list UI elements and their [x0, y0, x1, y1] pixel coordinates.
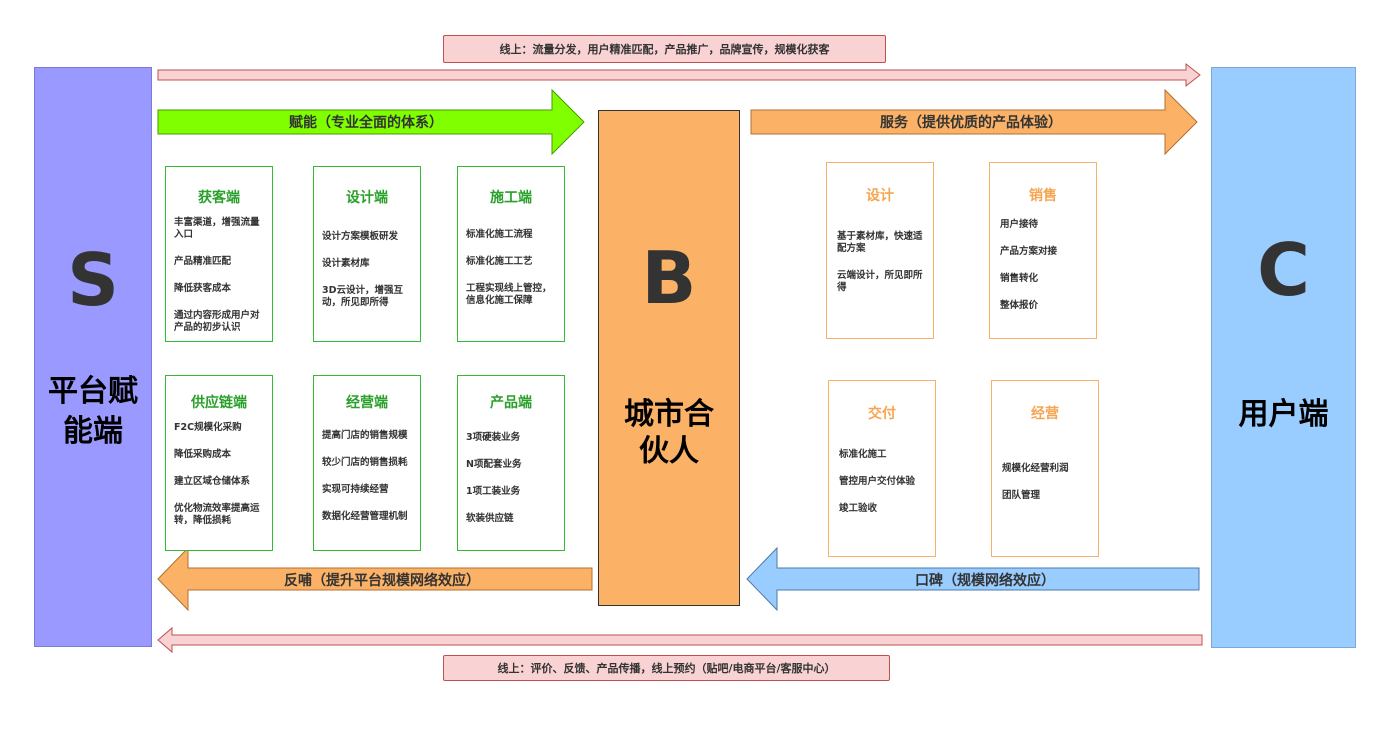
box-item: 云端设计，所见即所得 [837, 270, 923, 293]
product-box: 产品端 3项硬装业务 N项配套业务 1项工装业务 软装供应链 [457, 375, 565, 551]
feedback-arrow: 反哺（提升平台规模网络效应） [157, 546, 593, 612]
box-item: 基于素材库，快速适配方案 [837, 231, 923, 254]
box-item: 优化物流效率提高运转，降低损耗 [174, 503, 260, 526]
box-title: 获客端 [198, 190, 240, 206]
operation-box: 经营端 提高门店的销售规模 较少门店的销售损耗 实现可持续经营 数据化经营管理机… [313, 375, 421, 551]
top-label: 线上：流量分发，用户精准匹配，产品推广，品牌宣传，规模化获客 [443, 35, 886, 63]
b-letter: B [641, 236, 697, 320]
service-arrow: 服务（提供优质的产品体验） [750, 88, 1198, 156]
customer-acquisition-box: 获客端 丰富渠道，增强流量入口 产品精准匹配 降低获客成本 通过内容形成用户对产… [165, 166, 273, 342]
box-title: 经营端 [346, 395, 388, 411]
box-item: F2C规模化采购 [174, 422, 242, 433]
box-item: 整体报价 [1000, 300, 1039, 311]
box-title: 产品端 [490, 395, 532, 411]
partner-title-line2: 伙人 [639, 434, 699, 469]
box-title: 设计 [866, 188, 894, 204]
box-item: 工程实现线上管控，信息化施工保障 [466, 283, 552, 306]
box-item: 设计方案模板研发 [322, 231, 399, 242]
box-item: 标准化施工 [839, 449, 887, 460]
box-item: 标准化施工工艺 [466, 256, 533, 267]
box-title: 经营 [1031, 406, 1059, 422]
empower-arrow: 赋能（专业全面的体系） [157, 88, 585, 156]
box-item: 标准化施工流程 [466, 229, 533, 240]
s-letter: S [67, 238, 119, 322]
box-item: N项配套业务 [466, 459, 522, 470]
empower-arrow-label: 赋能（专业全面的体系） [289, 114, 443, 131]
box-title: 交付 [868, 406, 896, 422]
box-item: 1项工装业务 [466, 486, 521, 497]
box-item: 数据化经营管理机制 [322, 511, 408, 522]
design-box: 设计端 设计方案模板研发 设计素材库 3D云设计，增强互动，所见即所得 [313, 166, 421, 342]
user-delivery-box: 交付 标准化施工 管控用户交付体验 竣工验收 [828, 380, 936, 557]
box-item: 规模化经营利润 [1002, 463, 1069, 474]
box-item: 提高门店的销售规模 [322, 430, 408, 441]
box-item: 竣工验收 [839, 503, 878, 514]
box-item: 降低采购成本 [174, 449, 232, 460]
box-item: 实现可持续经营 [322, 484, 389, 495]
bottom-label: 线上：评价、反馈、产品传播，线上预约（贴吧/电商平台/客服中心） [443, 655, 890, 681]
box-title: 供应链端 [191, 395, 247, 411]
user-column: C 用户端 [1211, 67, 1356, 648]
box-title: 设计端 [346, 190, 388, 206]
box-item: 3D云设计，增强互动，所见即所得 [322, 285, 403, 308]
box-item: 通过内容形成用户对产品的初步认识 [174, 310, 260, 333]
user-design-box: 设计 基于素材库，快速适配方案 云端设计，所见即所得 [826, 162, 934, 339]
platform-title-line2: 能端 [63, 414, 123, 449]
box-item: 产品方案对接 [1000, 246, 1058, 257]
box-item: 销售转化 [1000, 273, 1039, 284]
user-operation-box: 经营 规模化经营利润 团队管理 [991, 380, 1099, 557]
platform-column: S 平台赋 能端 [34, 67, 152, 647]
box-item: 设计素材库 [322, 258, 370, 269]
box-item: 降低获客成本 [174, 283, 232, 294]
box-item: 3项硬装业务 [466, 432, 521, 443]
box-item: 用户接待 [1000, 219, 1039, 230]
box-item: 较少门店的销售损耗 [322, 457, 408, 468]
construction-box: 施工端 标准化施工流程 标准化施工工艺 工程实现线上管控，信息化施工保障 [457, 166, 565, 342]
box-title: 施工端 [490, 190, 532, 206]
user-title: 用户端 [1238, 397, 1329, 432]
bottom-flow-arrow [157, 626, 1203, 654]
box-item: 团队管理 [1002, 490, 1041, 501]
box-item: 软装供应链 [466, 513, 514, 524]
box-item: 管控用户交付体验 [839, 476, 916, 487]
platform-title-line1: 平台赋 [48, 374, 138, 409]
feedback-arrow-label: 反哺（提升平台规模网络效应） [284, 572, 480, 589]
box-item: 丰富渠道，增强流量入口 [174, 217, 260, 240]
partner-title-line1: 城市合 [624, 397, 714, 432]
supply-chain-box: 供应链端 F2C规模化采购 降低采购成本 建立区域仓储体系 优化物流效率提高运转… [165, 375, 273, 551]
partner-column: B 城市合 伙人 [598, 110, 740, 606]
box-item: 产品精准匹配 [174, 256, 232, 267]
word-of-mouth-arrow-label: 口碑（规模网络效应） [915, 572, 1055, 589]
service-arrow-label: 服务（提供优质的产品体验） [880, 114, 1062, 131]
c-letter: C [1257, 228, 1310, 312]
box-item: 建立区域仓储体系 [174, 476, 251, 487]
user-sales-box: 销售 用户接待 产品方案对接 销售转化 整体报价 [989, 162, 1097, 339]
top-flow-arrow [157, 62, 1201, 88]
box-title: 销售 [1029, 188, 1057, 204]
word-of-mouth-arrow: 口碑（规模网络效应） [746, 546, 1200, 612]
